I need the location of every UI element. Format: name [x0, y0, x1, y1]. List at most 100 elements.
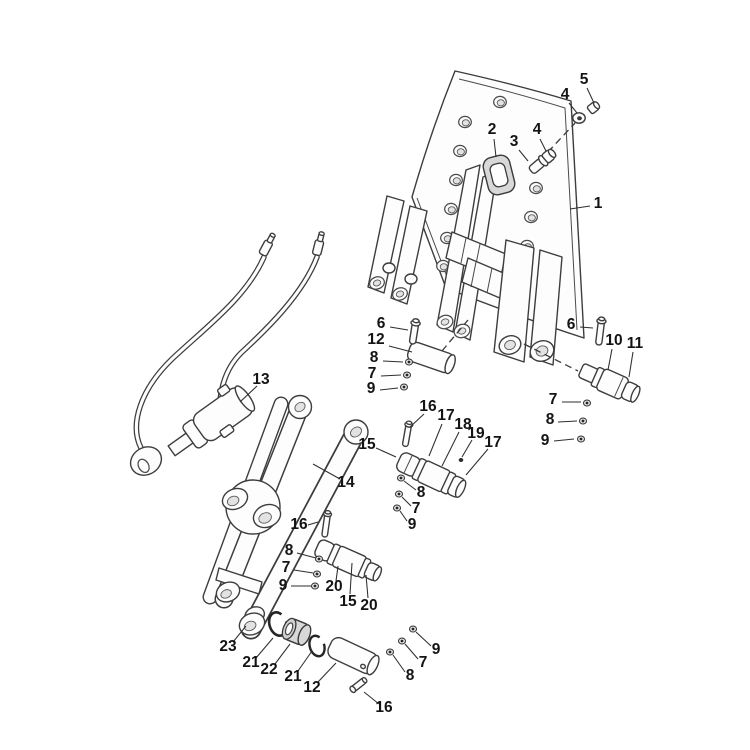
link-arm-assembly: [202, 394, 369, 640]
callout-label: 16: [290, 516, 308, 533]
callout-label: 19: [467, 425, 485, 442]
callout-label: 6: [567, 316, 576, 333]
callout-label: 7: [368, 365, 377, 382]
callout-label: 17: [437, 407, 454, 424]
snap-ring: [308, 634, 326, 658]
callout: 17: [428, 407, 455, 457]
retainer-pin: [349, 676, 368, 694]
callouts: 5 4 4 3 2 1 6 12 8 7 9 6 10 11 7 8 9 13 …: [219, 71, 643, 716]
callout-label: 16: [375, 699, 393, 716]
alignment-dash-top: [547, 122, 576, 153]
callout: 20: [325, 565, 343, 595]
callout: 1: [569, 195, 603, 212]
callout-label: 12: [303, 679, 320, 696]
callout-label: 6: [377, 315, 386, 332]
callout-label: 9: [408, 516, 417, 533]
callout-label: 9: [367, 380, 376, 397]
callout: 4: [561, 86, 578, 114]
callout: 16: [290, 516, 319, 533]
callout-label: 8: [406, 667, 415, 684]
retainer-pin: [595, 316, 607, 346]
callout-label: 12: [367, 331, 384, 348]
callout: 5: [580, 71, 595, 104]
callout: 12: [367, 331, 413, 353]
callout: 7: [404, 643, 428, 671]
callout-label: 21: [242, 654, 260, 671]
retainer-pin: [401, 420, 414, 448]
callout: 7: [282, 559, 314, 576]
callout: 22: [260, 643, 291, 678]
callout-label: 23: [219, 638, 237, 655]
plate-lugs: [367, 164, 563, 366]
callout: 18: [441, 416, 472, 467]
callout: 11: [627, 335, 644, 378]
callout: 15: [339, 562, 357, 610]
callout: 7: [401, 496, 420, 517]
callout-label: 5: [580, 71, 589, 88]
callout: 13: [239, 371, 270, 403]
callout-label: 18: [454, 416, 472, 433]
callout: 6: [377, 315, 409, 332]
callout: 9: [541, 432, 575, 449]
callout-label: 1: [594, 195, 603, 212]
callout: 9: [399, 510, 417, 533]
callout-label: 21: [284, 668, 302, 685]
callout: 6: [567, 316, 594, 333]
callout: 9: [415, 631, 441, 658]
callout: 10: [605, 332, 623, 371]
callout: 8: [370, 349, 404, 366]
callout-label: 15: [358, 436, 376, 453]
grease-nipple: [458, 458, 464, 462]
callout-label: 4: [533, 121, 542, 138]
callout-label: 17: [484, 434, 501, 451]
callout: 19: [461, 425, 485, 458]
callout: 9: [279, 577, 311, 594]
callout-label: 8: [285, 542, 294, 559]
pivot-pin-lower: [327, 636, 380, 676]
stepped-pin: [578, 363, 641, 403]
bushing-pin-lower: [314, 539, 383, 582]
callout-label: 8: [546, 411, 555, 428]
callout-label: 9: [279, 577, 288, 594]
alignment-dash-mid: [441, 319, 469, 352]
callout: 8: [403, 480, 426, 501]
callout: 14: [312, 463, 355, 491]
callout-label: 8: [370, 349, 379, 366]
callout: 23: [219, 625, 247, 655]
callout: 2: [488, 121, 497, 158]
callout: 9: [367, 380, 399, 397]
callout: 8: [285, 542, 317, 559]
mounting-plate: [367, 70, 585, 366]
callout-label: 7: [419, 654, 428, 671]
callout-label: 20: [325, 578, 342, 595]
grommet: [482, 154, 516, 196]
callout: 21: [242, 637, 274, 671]
callout: 20: [360, 574, 378, 614]
callout: 15: [358, 436, 397, 458]
callout: 8: [546, 411, 578, 428]
hose-fitting: [311, 231, 325, 257]
flat-washer: [572, 112, 586, 124]
mounting-bolt: [528, 148, 557, 174]
callout-label: 3: [510, 133, 519, 150]
callout-label: 7: [549, 391, 558, 408]
callout-label: 8: [417, 484, 426, 501]
hydraulic-cylinder: [129, 384, 256, 476]
callout: 17: [465, 434, 502, 476]
callout: 16: [409, 398, 437, 428]
callout: 4: [533, 121, 547, 152]
callout: 3: [510, 133, 529, 162]
fastener-washers: [310, 358, 592, 656]
callout-label: 9: [541, 432, 550, 449]
pivot-pin-upper: [406, 341, 456, 375]
callout-label: 11: [627, 335, 644, 352]
callout-label: 10: [605, 332, 622, 349]
callout-label: 20: [360, 597, 377, 614]
callout-label: 4: [561, 86, 570, 103]
callout-label: 15: [339, 593, 357, 610]
callout: 16: [363, 691, 393, 716]
retainer-pin: [321, 509, 333, 538]
callout-label: 14: [337, 474, 355, 491]
